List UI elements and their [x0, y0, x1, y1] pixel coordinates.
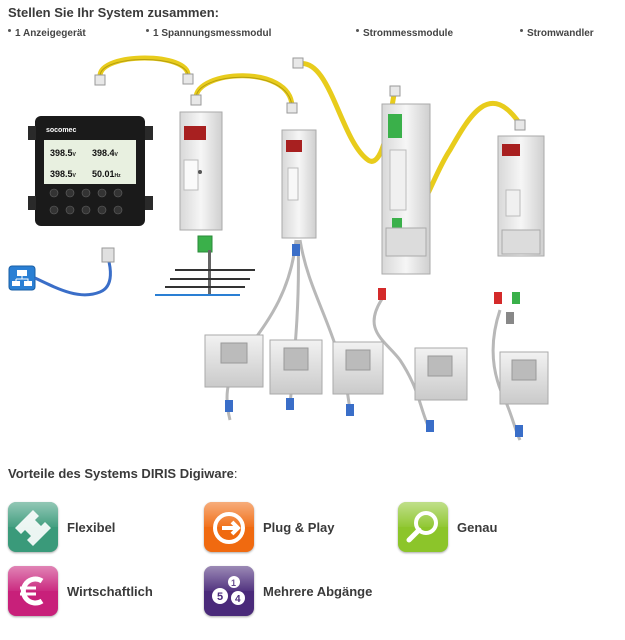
unit-2: V [115, 152, 119, 158]
voltage-module [155, 111, 255, 296]
network-cable [34, 257, 112, 297]
advantages-title: Vorteile des Systems DIRIS Digiware: [8, 466, 238, 481]
component-item-current-modules: Strommessmodule [356, 28, 453, 39]
svg-text:4: 4 [235, 594, 241, 605]
display-unit: socomec 398.5V 398.4V 398.5V 50.01Hz [28, 116, 153, 226]
plug-play-icon [204, 502, 254, 552]
network-icon [8, 265, 36, 291]
svg-text:398.4V: 398.4V [92, 148, 119, 158]
unit-3: V [73, 173, 77, 179]
svg-text:50.01Hz: 50.01Hz [92, 169, 121, 179]
advantage-item-wirtschaftlich: Wirtschaftlich [8, 566, 153, 616]
advantage-label: Mehrere Abgänge [263, 583, 373, 599]
current-transformers [204, 334, 549, 405]
display-keypad [49, 188, 123, 215]
advantage-item-flexibel: Flexibel [8, 502, 115, 552]
reading-4: 50.01 [92, 169, 115, 179]
advantage-label: Flexibel [67, 519, 116, 535]
component-label: Strommessmodule [363, 28, 454, 39]
network-connector [101, 247, 115, 263]
display-brand: socomec [46, 127, 76, 134]
reading-1: 398.5 [50, 148, 73, 158]
component-label: 1 Anzeigegerät [15, 28, 86, 39]
advantage-label: Wirtschaftlich [67, 583, 153, 599]
svg-text:1: 1 [231, 578, 236, 588]
puzzle-icon [8, 502, 58, 552]
reading-2: 398.4 [92, 148, 115, 158]
euro-icon [8, 566, 58, 616]
unit-4: Hz [115, 173, 122, 179]
current-transformer-1 [204, 334, 264, 388]
component-label: Stromwandler [527, 28, 594, 39]
reading-3: 398.5 [50, 169, 73, 179]
colored-plugs [292, 244, 520, 324]
svg-text:5: 5 [217, 591, 223, 603]
component-item-current-transformers: Stromwandler [520, 28, 594, 39]
advantages-title-text: Vorteile des Systems DIRIS Digiware [8, 466, 234, 481]
component-item-voltage-module: 1 Spannungsmessmodul [146, 28, 271, 39]
advantage-label: Genau [457, 519, 498, 535]
rj45-connectors [94, 57, 526, 131]
advantage-item-plug-play: Plug & Play [204, 502, 335, 552]
numbers-icon: 5 1 4 [204, 566, 254, 616]
advantage-label: Plug & Play [263, 519, 335, 535]
current-module-3 [497, 135, 545, 257]
unit-1: V [73, 152, 77, 158]
cable-highlights [99, 59, 293, 107]
advantage-item-mehrere-abgaenge: 5 1 4 Mehrere Abgänge [204, 566, 372, 616]
current-transformer-4 [414, 347, 468, 401]
sensor-plugs [225, 398, 523, 437]
system-illustration: socomec 398.5V 398.4V 398.5V 50.01Hz [8, 55, 549, 441]
current-module-2 [381, 103, 431, 275]
current-module-1 [281, 129, 317, 239]
current-transformer-2 [269, 339, 323, 395]
component-label: 1 Spannungsmessmodul [153, 28, 272, 39]
current-transformer-5 [499, 351, 549, 405]
svg-text:398.5V: 398.5V [50, 169, 77, 179]
magnifier-icon [398, 502, 448, 552]
component-item-display: 1 Anzeigegerät [8, 28, 86, 39]
advantage-item-genau: Genau [398, 502, 497, 552]
page-title: Stellen Sie Ihr System zusammen: [8, 5, 219, 20]
svg-text:398.5V: 398.5V [50, 148, 77, 158]
current-transformer-3 [332, 341, 384, 395]
